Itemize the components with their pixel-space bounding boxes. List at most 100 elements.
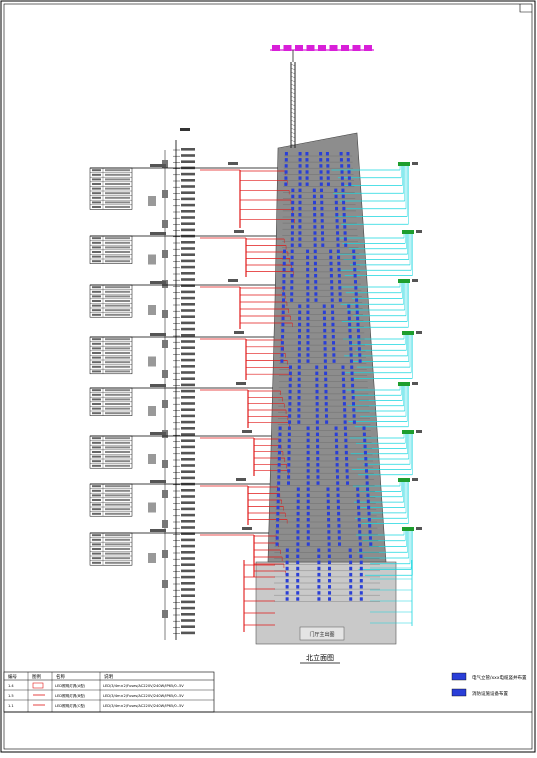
top-light-fixture: [295, 45, 303, 51]
light-fixture: [298, 225, 302, 229]
light-fixture: [313, 213, 317, 217]
spec-cell-text: [92, 173, 101, 176]
spec-cell-text: [105, 370, 130, 373]
mast-rung: [290, 91, 296, 95]
mast-rung: [290, 95, 296, 99]
corner-mark: [519, 4, 532, 13]
light-fixture: [297, 383, 301, 388]
light-fixture: [337, 536, 341, 540]
light-fixture: [284, 176, 288, 180]
light-fixture: [329, 261, 333, 266]
level-annotation-mark: [181, 464, 195, 467]
light-fixture: [330, 280, 334, 284]
light-fixture: [334, 188, 338, 192]
light-fixture: [275, 530, 279, 534]
light-fixture: [336, 475, 340, 479]
light-fixture: [315, 383, 319, 388]
light-fixture: [357, 347, 361, 351]
light-fixture: [356, 316, 360, 321]
level-annotation-mark: [181, 408, 195, 411]
level-annotation-mark: [181, 458, 195, 461]
light-fixture: [343, 426, 347, 430]
light-fixture: [314, 274, 318, 278]
light-fixture: [322, 310, 326, 314]
light-fixture: [335, 206, 339, 211]
feeder-label: [236, 478, 246, 481]
control-panel-label: [416, 430, 422, 433]
light-fixture: [306, 261, 310, 266]
level-annotation-mark: [181, 495, 195, 498]
light-fixture: [346, 152, 350, 156]
level-annotation-mark: [181, 544, 195, 548]
level-annotation-mark: [181, 358, 195, 362]
light-fixture: [323, 328, 327, 333]
light-fixture: [348, 182, 352, 186]
light-fixture: [317, 554, 321, 558]
legend-label-2: 消防设施设备布置: [472, 690, 508, 697]
light-fixture: [327, 518, 331, 522]
light-fixture: [278, 432, 282, 436]
light-fixture: [280, 359, 284, 363]
light-fixture: [306, 310, 310, 314]
light-fixture: [282, 298, 286, 302]
light-fixture: [306, 511, 310, 516]
light-fixture: [330, 292, 334, 296]
light-fixture: [306, 335, 310, 339]
spec-cell-text: [105, 286, 130, 289]
light-fixture: [348, 548, 352, 552]
light-fixture: [298, 328, 302, 333]
light-fixture: [334, 194, 338, 199]
light-fixture: [313, 200, 317, 205]
light-fixture: [319, 176, 323, 180]
light-fixture: [296, 505, 300, 510]
zone-tag: [162, 190, 168, 198]
light-fixture: [315, 402, 319, 406]
cyan-control-circuits: [331, 162, 422, 626]
light-fixture: [349, 585, 353, 589]
light-fixture: [280, 347, 284, 351]
light-fixture: [315, 420, 319, 424]
spec-cell-text: [105, 407, 130, 410]
table-header-desc: 说明: [104, 673, 113, 680]
spec-cell-text: [92, 300, 101, 302]
spec-cell-text: [92, 361, 101, 364]
view-title: 北立面图: [306, 653, 334, 662]
control-panel: [398, 478, 410, 482]
spec-cell-text: [105, 237, 130, 240]
light-fixture: [297, 408, 301, 412]
spec-cell-text: [105, 260, 130, 263]
light-fixture: [319, 182, 323, 186]
zone-level-text: [150, 529, 166, 532]
light-fixture: [336, 231, 340, 235]
zone-tag: [162, 250, 168, 258]
spec-cell-text: [105, 508, 130, 511]
zone-tag: [162, 340, 168, 348]
spec-cell-text: [92, 538, 101, 541]
light-fixture: [306, 267, 310, 272]
light-fixture: [298, 206, 302, 211]
light-fixture: [341, 194, 345, 199]
light-fixture: [344, 450, 348, 455]
light-fixture: [358, 353, 362, 357]
light-fixture: [287, 463, 291, 467]
light-fixture: [316, 475, 320, 479]
light-fixture: [287, 475, 291, 479]
light-fixture: [278, 438, 282, 443]
table-row-3-name: LED照明灯具(C型): [55, 703, 86, 708]
light-fixture: [352, 402, 356, 406]
spec-cell-text: [92, 508, 101, 511]
light-fixture: [349, 347, 353, 351]
light-fixture: [341, 365, 345, 369]
control-panel: [402, 230, 414, 234]
mast-rung: [290, 75, 296, 79]
light-fixture: [336, 499, 340, 504]
level-annotation-mark: [181, 396, 195, 399]
light-fixture: [306, 322, 310, 327]
spec-cell-text: [105, 460, 130, 463]
light-fixture: [296, 566, 300, 571]
level-column: [162, 128, 195, 640]
light-fixture: [367, 505, 371, 510]
light-fixture: [326, 182, 330, 186]
